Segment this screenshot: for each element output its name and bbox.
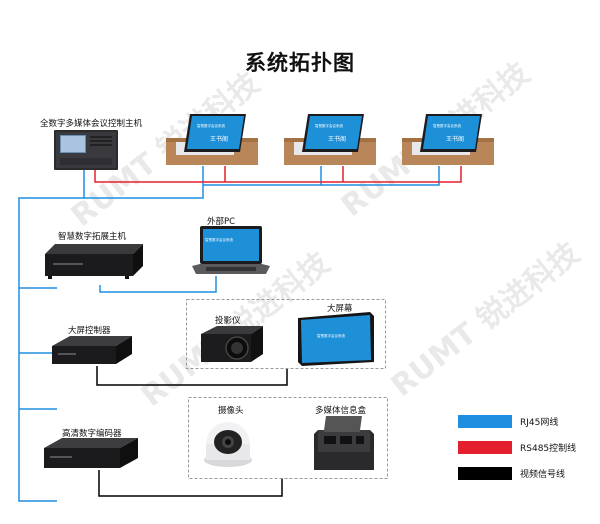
laptop-icon bbox=[192, 226, 270, 274]
terminal-2-name: 王书阁 bbox=[328, 136, 347, 143]
screen-controller-device bbox=[52, 336, 132, 364]
external-pc-label: 外部PC bbox=[207, 217, 236, 227]
terminal-1-header: 智慧数字会议系统 bbox=[197, 124, 225, 128]
legend-label-rs485: RS485控制线 bbox=[520, 444, 577, 454]
video-lines bbox=[96, 366, 288, 497]
legend-swatch-rs485 bbox=[458, 441, 512, 454]
legend-label-rj45: RJ45网线 bbox=[520, 418, 559, 428]
conference-terminal-3 bbox=[402, 114, 494, 165]
terminal-1-name: 王书阁 bbox=[210, 136, 229, 143]
legend-label-video: 视频信号线 bbox=[520, 470, 566, 480]
conference-terminal-2 bbox=[284, 114, 376, 165]
media-box-icon bbox=[314, 416, 374, 470]
big-screen-text: 智慧数字会议系统 bbox=[317, 334, 345, 338]
hd-encoder-label: 高清数字编码器 bbox=[62, 429, 122, 439]
projector-label: 投影仪 bbox=[215, 316, 241, 326]
projector-icon bbox=[201, 326, 263, 362]
display-group-box bbox=[186, 299, 386, 369]
expansion-host-label: 智慧数字拓展主机 bbox=[58, 232, 127, 242]
rj45-lines bbox=[18, 166, 440, 502]
hd-encoder-device bbox=[44, 438, 138, 468]
terminal-3-header: 智慧数字会议系统 bbox=[433, 124, 461, 128]
pc-screen-text: 智慧数字会议系统 bbox=[205, 238, 233, 242]
big-screen-display bbox=[298, 312, 374, 366]
media-box-label: 多媒体信息盒 bbox=[315, 406, 367, 416]
conference-terminal-1 bbox=[166, 114, 258, 165]
camera-label: 摄像头 bbox=[218, 406, 244, 416]
camera-icon bbox=[204, 422, 252, 467]
legend-swatch-video bbox=[458, 467, 512, 480]
screen-controller-label: 大屏控制器 bbox=[68, 326, 111, 336]
page-title: 系统拓扑图 bbox=[245, 51, 355, 75]
main-host-device bbox=[54, 130, 118, 170]
legend-swatch-rj45 bbox=[458, 415, 512, 428]
terminal-2-header: 智慧数字会议系统 bbox=[315, 124, 343, 128]
big-screen-label: 大屏幕 bbox=[327, 304, 353, 314]
expansion-host-device bbox=[45, 244, 143, 279]
terminal-3-name: 王书阁 bbox=[446, 136, 465, 143]
main-host-label: 全数字多媒体会议控制主机 bbox=[40, 119, 143, 129]
rs485-lines bbox=[94, 166, 462, 183]
